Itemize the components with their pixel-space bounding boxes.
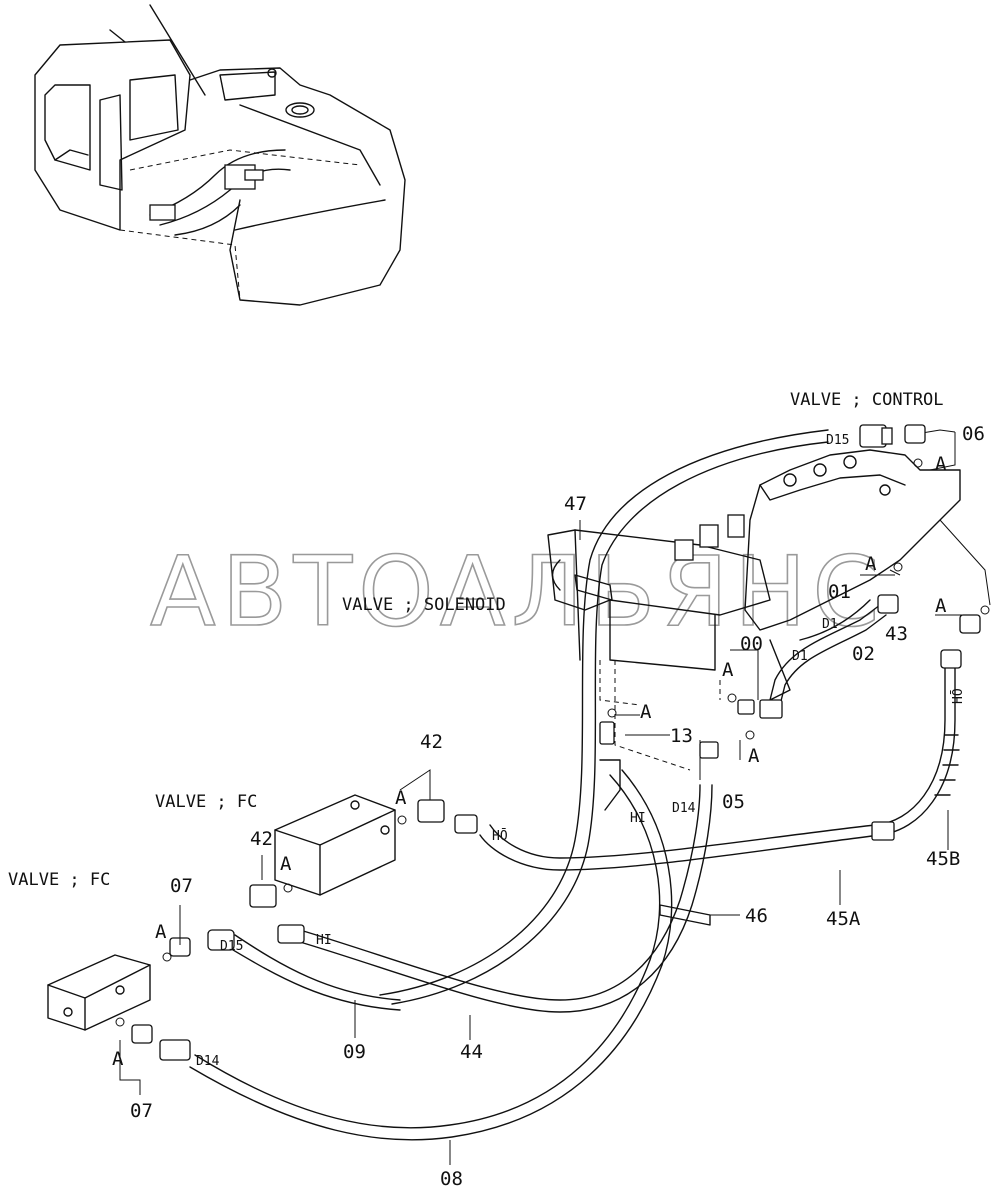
mark-d15-left: D15 [220,939,243,954]
excavator-overview [34,4,406,306]
detail-mark-a: A [395,787,407,809]
detail-mark-a: A [865,553,877,575]
hose-09 [207,929,401,1011]
control-valve-body [744,449,961,701]
part-number-45a: 45A [826,908,861,930]
part-number-47: 47 [564,493,587,515]
part-number-46: 46 [745,905,768,927]
label-valve-solenoid: VALVE ; SOLENOID [342,595,506,615]
detail-mark-a: A [748,745,760,767]
label-valve-fc-upper: VALVE ; FC [155,792,257,812]
detail-mark-a: A [280,853,292,875]
part-number-00: 00 [740,633,763,655]
watermark: АВТОАЛЬЯНС [150,536,885,648]
detail-mark-a: A [155,921,167,943]
hose-45 [479,649,962,871]
part-number-42-left: 42 [250,828,273,850]
hose-08 [159,759,673,1141]
part-number-08: 08 [440,1168,463,1190]
detail-mark-a: A [935,595,947,617]
mark-d15-top: D15 [826,433,849,448]
detail-mark-a: A [935,453,947,475]
mark-d1-upper: D1 [822,617,838,632]
mark-hi-mid: HI [630,811,646,826]
part-number-05: 05 [722,791,745,813]
fc-valve-upper [249,794,478,908]
mark-ho-right: HŌ [951,688,966,704]
part-number-42-top: 42 [420,731,443,753]
part-number-45b: 45B [926,848,960,870]
part-number-44: 44 [460,1041,483,1063]
part-number-02: 02 [852,643,875,665]
hose-47 [379,424,893,1005]
clamp-46 [659,904,711,926]
part-number-01: 01 [828,581,851,603]
fc-valve-lower [47,937,191,1044]
solenoid-valve-block [547,514,771,771]
mark-d14-bottom: D14 [196,1054,220,1069]
label-valve-fc-lower: VALVE ; FC [8,870,110,890]
part-number-09: 09 [343,1041,366,1063]
mark-ho-mid: HŌ [492,829,508,844]
leader-lines [115,424,991,1165]
mark-hi-left: HI [316,933,332,948]
detail-mark-a: A [112,1048,124,1070]
mark-d14-mid: D14 [672,801,696,816]
part-number-43: 43 [885,623,908,645]
part-number-07-top: 07 [170,875,193,897]
hose-02 [759,594,899,719]
mark-d1-lower: D1 [792,649,808,664]
part-number-07-bottom: 07 [130,1100,153,1122]
detail-mark-a: A [722,659,734,681]
label-valve-control: VALVE ; CONTROL [790,390,944,410]
detail-mark-a: A [640,701,652,723]
part-number-06: 06 [962,423,985,445]
hose-44 [277,784,713,1013]
part-number-13: 13 [670,725,693,747]
